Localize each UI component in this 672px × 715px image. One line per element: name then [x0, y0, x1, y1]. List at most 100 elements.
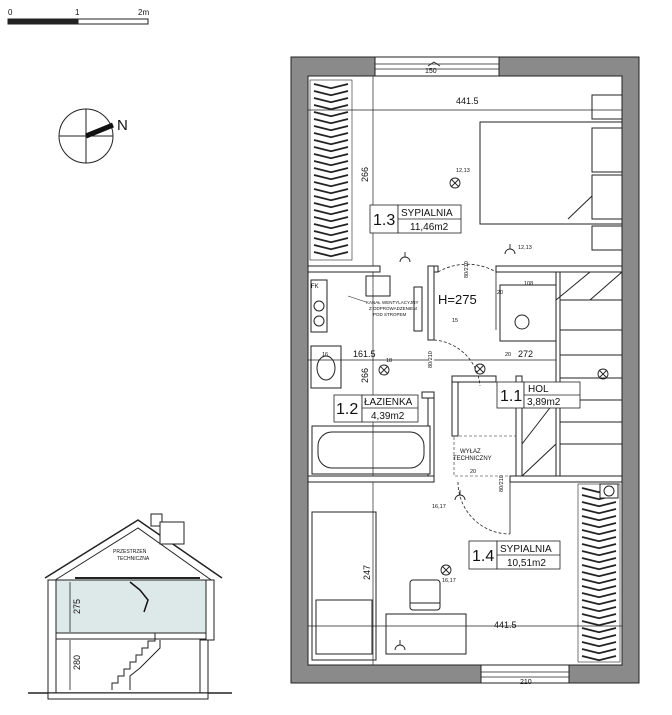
hatch-line — [581, 655, 617, 662]
door-bath-ref: 80/210 — [428, 351, 434, 368]
room-area: 3,89m2 — [527, 397, 561, 408]
hatch-line — [313, 83, 349, 90]
hatch-line — [581, 641, 617, 648]
scale-bar: 0 1 2m — [7, 8, 149, 25]
room-area: 4,39m2 — [371, 411, 405, 422]
dimension-lines — [308, 76, 622, 665]
hatch-line — [313, 111, 349, 118]
lamp-hall-ref: 18 — [386, 358, 392, 364]
room-area: 10,51m2 — [507, 558, 546, 569]
hatch-line — [581, 585, 617, 592]
hatch-line — [313, 202, 349, 209]
switch-icon — [427, 61, 441, 67]
switch-b-ref: 20 — [470, 469, 476, 475]
stair-ref: 108 — [524, 281, 533, 287]
hatch-line — [581, 599, 617, 606]
hatch-line — [581, 529, 617, 536]
room-name: SYPIALNIA — [500, 544, 552, 555]
hatch-line — [581, 634, 617, 641]
hatch-line — [313, 97, 349, 104]
room-name: HOL — [528, 384, 549, 395]
compass-north-label: N — [117, 117, 128, 134]
hatch-line — [313, 160, 349, 167]
dim-bedroom-bottom-height: 247 — [362, 565, 372, 580]
outer-walls — [290, 56, 640, 684]
lamp-bath-ref: 15 — [452, 318, 458, 324]
hatch-line — [313, 139, 349, 146]
hatch-line — [313, 174, 349, 181]
hatch-line — [581, 606, 617, 613]
room-label-1-1: 1.1 HOL 3,89m2 — [496, 381, 581, 409]
interior-walls — [307, 265, 623, 483]
dim-bottom-width: 441.5 — [494, 620, 517, 630]
ceiling-height: H=275 — [438, 292, 477, 307]
hatch-line — [581, 543, 617, 550]
hatch-line — [581, 557, 617, 564]
hatch-line — [313, 251, 349, 258]
lamp-bottom-ref: 16,17 — [442, 578, 456, 584]
vent-note-1: KANAŁ WENTYLACYJNY — [366, 300, 419, 305]
lamp-top-ref: 12,13 — [456, 168, 470, 174]
door-top-ref: 80/210 — [464, 261, 470, 278]
hatch-line — [313, 195, 349, 202]
lamp-icon — [440, 564, 452, 576]
section-attic-label-2: TECHNICZNA — [117, 556, 150, 562]
room-number: 1.2 — [336, 401, 358, 418]
hatch-line — [581, 550, 617, 557]
hatch-line — [313, 230, 349, 237]
scale-label-2m: 2m — [138, 8, 149, 17]
eave-zone-top-left — [309, 79, 353, 261]
lamp-icon — [378, 364, 390, 376]
lamp-icon — [597, 368, 609, 380]
vent-note-2: Z ODPROWADZENIEM — [369, 306, 417, 311]
furniture — [310, 94, 623, 661]
hatch-line — [313, 188, 349, 195]
room-number: 1.1 — [500, 388, 522, 405]
staircase — [499, 271, 623, 477]
dim-bath-width: 161.5 — [353, 349, 376, 359]
fk-label: FK — [311, 284, 319, 290]
eave-zone-bottom-right — [577, 483, 621, 663]
hatch-line — [313, 118, 349, 125]
dim-bedroom-top-height: 266 — [360, 167, 370, 182]
hatch-line — [581, 536, 617, 543]
hatch-line — [581, 627, 617, 634]
room-label-1-4: 1.4 SYPIALNIA 10,51m2 — [468, 540, 561, 570]
hatch-line — [313, 146, 349, 153]
hatch-line — [313, 132, 349, 139]
hatch-line — [581, 620, 617, 627]
hatch-line — [313, 244, 349, 251]
hatch-line — [313, 125, 349, 132]
hatch-line — [313, 90, 349, 97]
room-label-1-2: 1.2 ŁAZIENKA 4,39m2 — [333, 394, 419, 423]
room-number: 1.3 — [373, 212, 395, 229]
hatch-line — [581, 501, 617, 508]
vent-note-3: POD STROPEM — [373, 312, 407, 317]
hatch-line — [313, 216, 349, 223]
lamp-icon — [474, 363, 486, 375]
dim-top-width: 441.5 — [456, 96, 479, 106]
technical-vent-2: TECHNICZNY — [453, 456, 492, 462]
dim-hall-width: 272 — [518, 349, 533, 359]
hatch-line — [581, 578, 617, 585]
scale-label-1: 1 — [75, 8, 80, 17]
hatch-line — [313, 209, 349, 216]
socket-top-ref: 12,13 — [518, 245, 532, 251]
room-name: SYPIALNIA — [401, 208, 453, 219]
socket-hall-ref: 20 — [505, 352, 511, 358]
lamp-icon — [449, 177, 461, 189]
hatch-line — [313, 181, 349, 188]
dim-window-top: 150 — [425, 68, 437, 75]
hatch-line — [313, 223, 349, 230]
hatch-line — [581, 571, 617, 578]
vent-leader — [347, 295, 367, 303]
hatch-line — [313, 153, 349, 160]
hatch-line — [581, 648, 617, 655]
socket-bottom-ref: 16,17 — [432, 504, 446, 510]
hatch-line — [313, 167, 349, 174]
room-label-1-3: 1.3 SYPIALNIA 11,46m2 — [369, 204, 462, 234]
socket-icon — [399, 252, 411, 263]
section-attic-label-1: PRZESTRZEŃ — [113, 548, 147, 555]
hatch-line — [313, 104, 349, 111]
